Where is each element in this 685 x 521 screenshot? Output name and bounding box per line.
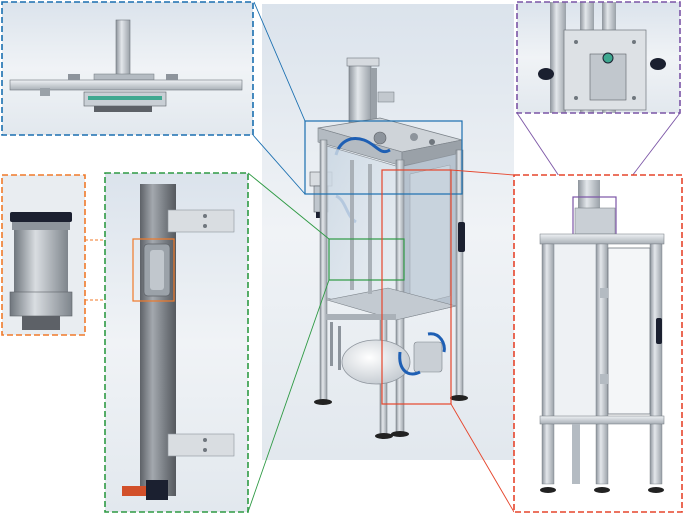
bracket-hole (203, 214, 207, 218)
hinge-screw (632, 96, 636, 100)
leveling-foot (314, 399, 332, 405)
pneumatic-hose (427, 332, 446, 353)
panel-border (104, 172, 249, 513)
vacuum-pump (413, 341, 443, 373)
thumb-knob-right (650, 58, 666, 70)
lower-strut (338, 326, 341, 370)
tube-end-cap (146, 480, 168, 500)
top-hinge-block (574, 207, 616, 235)
cylinder-body (14, 230, 68, 292)
thumb-knob-left (538, 68, 554, 80)
leveling-foot (540, 487, 556, 493)
horizontal-arm (9, 79, 243, 91)
mount-bracket-upper (167, 209, 235, 233)
panel-border (1, 1, 254, 136)
connector-front (450, 403, 515, 513)
cylinder-base (9, 291, 73, 317)
highlight-front (381, 169, 452, 405)
top-plate-fitting (373, 131, 387, 145)
hinge-screw (574, 96, 578, 100)
door-hinge (600, 288, 608, 298)
cylinder-top-cap (10, 212, 72, 222)
hinge-screw (574, 40, 578, 44)
door-hinge-detail (516, 1, 681, 114)
highlight-cylinder (132, 238, 175, 302)
connector-front (450, 169, 515, 176)
arm-bolt (166, 74, 178, 80)
cabinet-floor-plate (326, 287, 457, 321)
gripper-pad (88, 96, 162, 100)
leveling-foot (594, 487, 610, 493)
top-crossbar (539, 233, 665, 245)
actuator-cap (346, 57, 380, 67)
connector-rail (247, 279, 330, 513)
leveling-foot (375, 433, 393, 439)
tube-fitting (122, 486, 146, 496)
frame-profile (550, 2, 566, 113)
cylinder-collar (12, 222, 70, 230)
top-plate-fitting (410, 133, 418, 141)
panel-border (516, 1, 681, 114)
bottom-crossbar (539, 415, 665, 425)
arm-bolt (68, 74, 80, 80)
leveling-foot (648, 487, 664, 493)
top-assembly-detail (1, 1, 254, 136)
front-door (607, 247, 651, 415)
front-view-detail (513, 174, 683, 513)
door-handle (656, 318, 662, 344)
bracket-hole (203, 438, 207, 442)
side-panel (553, 243, 597, 421)
inner-rail (350, 160, 354, 290)
lower-crossbar (326, 314, 396, 320)
mount-bracket-lower (167, 433, 235, 457)
lower-strut (330, 322, 333, 366)
gripper-base (94, 106, 152, 112)
connector-rail (247, 172, 330, 240)
door-hinge (600, 374, 608, 384)
slider-carriage-inner (150, 250, 164, 290)
frame-leg-left (541, 243, 555, 485)
connector-lines (85, 1, 681, 513)
pneumatic-hose (398, 351, 421, 376)
lower-strut (572, 424, 580, 484)
cabinet-door-glass (409, 164, 451, 307)
inner-rail (368, 164, 372, 294)
frame-post-left (319, 139, 328, 403)
air-tank (341, 339, 411, 385)
hinge-screw (632, 40, 636, 44)
frame-leg-right (649, 243, 663, 485)
rail-detail (104, 172, 249, 513)
hinge-pin (602, 52, 614, 64)
bracket-hole (203, 224, 207, 228)
highlight-top-assembly (304, 120, 463, 195)
door-handle (458, 222, 465, 252)
connector-top-assembly (253, 1, 306, 122)
panel-border (1, 174, 86, 336)
frame-leg-center (595, 243, 609, 485)
vertical-shaft (115, 19, 131, 79)
panel-border (513, 174, 683, 513)
actuator-bracket (377, 91, 395, 103)
top-plate-fitting (429, 139, 435, 145)
highlight-rail (328, 238, 405, 281)
leveling-foot (450, 395, 468, 401)
leveling-foot (391, 431, 409, 437)
shaft-collar (93, 73, 155, 81)
arm-bolt (40, 88, 50, 96)
main-isometric-view (262, 4, 514, 460)
cylinder-foot (22, 316, 60, 330)
pneumatic-hose (334, 137, 391, 156)
bracket-hole (203, 448, 207, 452)
cylinder-detail (1, 174, 86, 336)
actuator-rail (371, 68, 377, 128)
connector-top-assembly (252, 134, 306, 195)
